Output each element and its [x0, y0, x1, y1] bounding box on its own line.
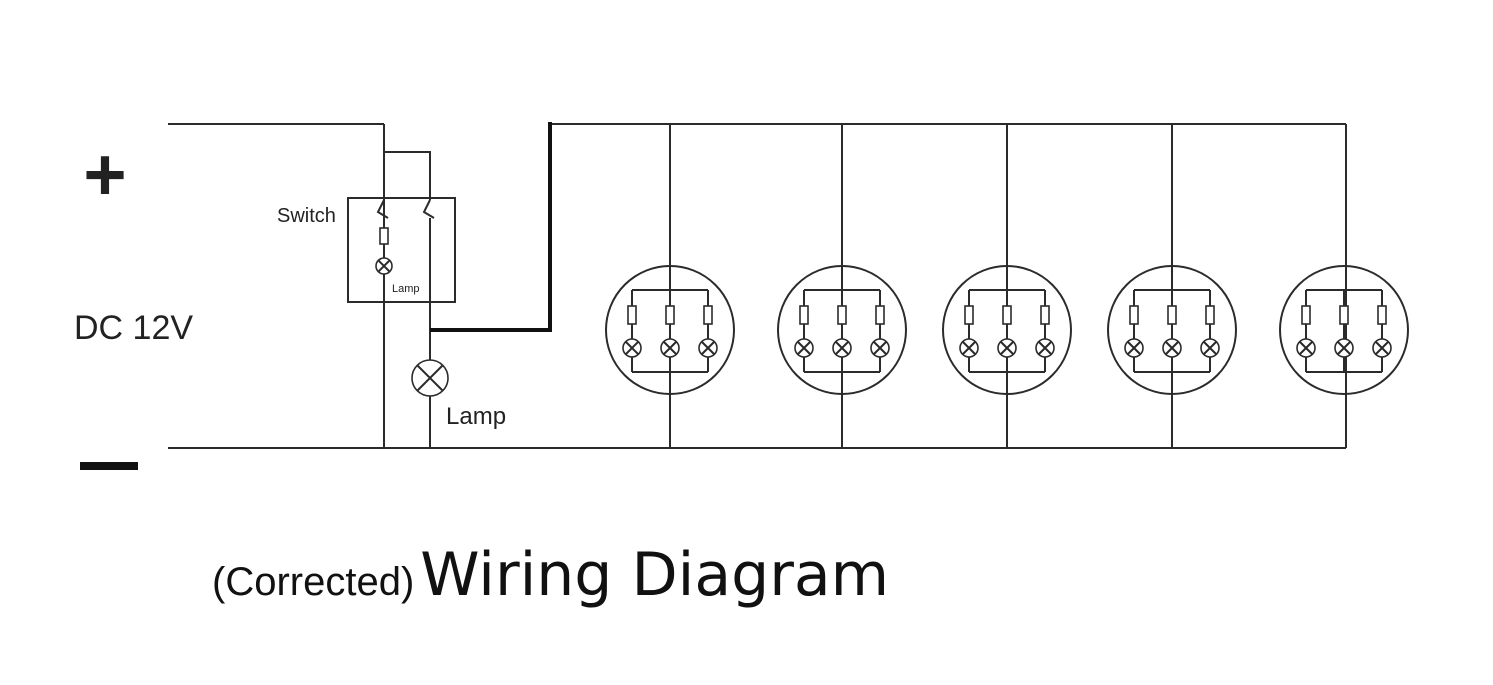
switch-loop-wire — [384, 151, 431, 200]
fixture-5-resistor-icon — [1301, 305, 1311, 325]
corrected-feed-wire — [430, 122, 552, 332]
supply-voltage-label: DC 12V — [74, 309, 193, 347]
switch-label: Switch — [277, 205, 336, 227]
fixture-5-resistor-icon — [1339, 305, 1349, 325]
diagram-title: (Corrected)Wiring Diagram — [212, 540, 889, 610]
fixture-2-resistor-icon — [799, 305, 809, 325]
title-main: Wiring Diagram — [420, 540, 889, 610]
switch-contact-left — [376, 199, 389, 219]
fixture-2-resistor-icon — [875, 305, 885, 325]
fixture-4-resistor-icon — [1205, 305, 1215, 325]
fixture-1-resistor-icon — [665, 305, 675, 325]
fixture-5-circle — [1279, 265, 1409, 395]
fixture-4-resistor-icon — [1129, 305, 1139, 325]
fixture-group — [605, 124, 1409, 448]
pilot-lamp-icon — [411, 359, 449, 397]
fixture-3-resistor-icon — [1040, 305, 1050, 325]
pilot-lamp-label: Lamp — [446, 403, 506, 430]
switch-contact-right — [422, 199, 435, 219]
fixture-1-resistor-icon — [627, 305, 637, 325]
positive-terminal-label: + — [83, 133, 126, 216]
fixture-3-resistor-icon — [964, 305, 974, 325]
fixture-2-resistor-icon — [837, 305, 847, 325]
fixture-3-resistor-icon — [1002, 305, 1012, 325]
fixture-1-resistor-icon — [703, 305, 713, 325]
negative-terminal-mark — [80, 462, 138, 470]
switch-lamp-label: Lamp — [392, 283, 420, 295]
fixture-4-resistor-icon — [1167, 305, 1177, 325]
switch-box — [347, 197, 456, 303]
title-prefix: (Corrected) — [212, 560, 414, 604]
switch-resistor-icon — [379, 227, 389, 245]
switch-indicator-lamp-icon — [375, 257, 393, 275]
fixture-5-resistor-icon — [1377, 305, 1387, 325]
